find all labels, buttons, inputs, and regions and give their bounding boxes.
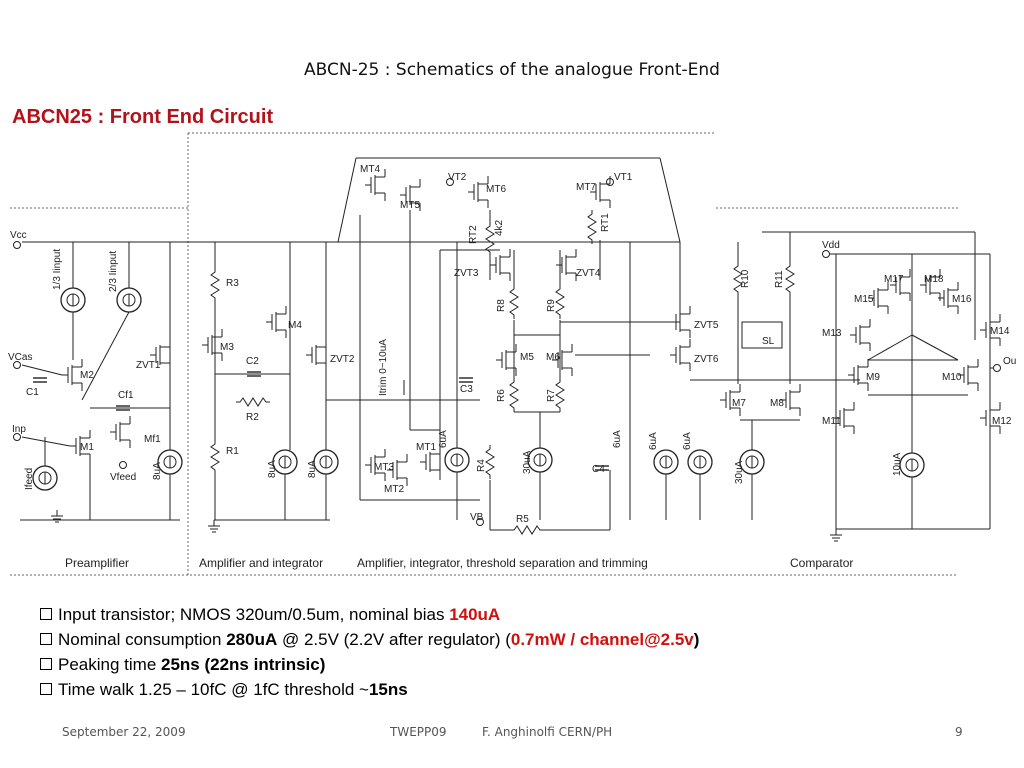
checkbox-icon	[40, 658, 52, 670]
checkbox-icon	[40, 608, 52, 620]
svg-text:2/3 Iinput: 2/3 Iinput	[108, 251, 119, 292]
svg-text:RT1: RT1	[600, 213, 611, 232]
svg-text:M5: M5	[520, 352, 534, 363]
svg-text:RT2: RT2	[468, 225, 479, 244]
svg-text:MT4: MT4	[360, 164, 380, 175]
svg-text:M10: M10	[942, 372, 962, 383]
bullet-list: Input transistor; NMOS 320um/0.5um, nomi…	[40, 602, 699, 702]
svg-text:Ifeed: Ifeed	[24, 468, 35, 490]
svg-text:M3: M3	[220, 342, 234, 353]
svg-text:R5: R5	[516, 514, 529, 525]
svg-text:ZVT4: ZVT4	[576, 268, 601, 279]
svg-text:M7: M7	[732, 398, 746, 409]
svg-text:VCas: VCas	[8, 352, 32, 363]
svg-text:6uA: 6uA	[682, 432, 693, 450]
svg-text:R8: R8	[496, 299, 507, 312]
svg-text:R1: R1	[226, 446, 239, 457]
svg-text:M16: M16	[952, 294, 972, 305]
svg-text:4k2: 4k2	[494, 219, 505, 236]
svg-text:C1: C1	[26, 387, 39, 398]
svg-text:SL: SL	[762, 336, 775, 347]
footer-date: September 22, 2009	[62, 725, 186, 739]
footer-page-number: 9	[955, 725, 963, 739]
svg-text:Ou: Ou	[1003, 356, 1016, 367]
svg-text:R3: R3	[226, 278, 239, 289]
svg-text:Vfeed: Vfeed	[110, 472, 136, 483]
svg-text:M2: M2	[80, 370, 94, 381]
svg-text:R7: R7	[546, 389, 557, 402]
slide-title: ABCN-25 : Schematics of the analogue Fro…	[304, 60, 720, 80]
svg-text:M13: M13	[822, 328, 842, 339]
svg-text:R9: R9	[546, 299, 557, 312]
svg-text:ZVT1: ZVT1	[136, 360, 161, 371]
svg-text:C4: C4	[592, 464, 605, 475]
svg-text:M6: M6	[546, 352, 560, 363]
svg-text:ZVT6: ZVT6	[694, 354, 719, 365]
svg-text:C2: C2	[246, 356, 259, 367]
bullet-consumption: Nominal consumption 280uA @ 2.5V (2.2V a…	[40, 627, 699, 652]
svg-text:6uA: 6uA	[612, 430, 623, 448]
bullet-peaking-time: Peaking time 25ns (22ns intrinsic)	[40, 652, 699, 677]
footer-author: F. Anghinolfi CERN/PH	[482, 725, 613, 739]
svg-text:6uA: 6uA	[648, 432, 659, 450]
svg-text:Itrim 0~10uA: Itrim 0~10uA	[378, 339, 389, 396]
section-label-comparator: Comparator	[790, 556, 853, 570]
checkbox-icon	[40, 633, 52, 645]
svg-text:Inp: Inp	[12, 424, 26, 435]
svg-text:8uA: 8uA	[307, 460, 318, 478]
svg-text:VB: VB	[470, 512, 484, 523]
svg-text:VT2: VT2	[448, 172, 467, 183]
svg-text:VT1: VT1	[614, 172, 633, 183]
svg-text:C3: C3	[460, 384, 473, 395]
svg-text:M18: M18	[924, 274, 944, 285]
svg-text:Mf1: Mf1	[144, 434, 161, 445]
svg-text:ZVT3: ZVT3	[454, 268, 479, 279]
svg-text:M4: M4	[288, 320, 302, 331]
svg-text:R2: R2	[246, 412, 259, 423]
svg-text:ZVT2: ZVT2	[330, 354, 355, 365]
svg-text:M11: M11	[822, 416, 841, 427]
svg-text:MT2: MT2	[384, 484, 404, 495]
svg-text:MT1: MT1	[416, 442, 436, 453]
svg-text:8uA: 8uA	[267, 460, 278, 478]
svg-text:M14: M14	[990, 326, 1010, 337]
footer-event: TWEPP09	[390, 725, 447, 739]
svg-text:1/3 Iinput: 1/3 Iinput	[52, 249, 63, 290]
svg-text:R6: R6	[496, 389, 507, 402]
svg-text:6uA: 6uA	[438, 430, 449, 448]
bullet-time-walk: Time walk 1.25 – 10fC @ 1fC threshold ~1…	[40, 677, 699, 702]
svg-text:MT3: MT3	[374, 462, 394, 473]
svg-text:M8: M8	[770, 398, 784, 409]
svg-text:Cf1: Cf1	[118, 390, 134, 401]
svg-text:Vdd: Vdd	[822, 240, 840, 251]
svg-text:30uA: 30uA	[522, 450, 533, 474]
section-label-preamplifier: Preamplifier	[65, 556, 129, 570]
svg-text:ZVT5: ZVT5	[694, 320, 719, 331]
checkbox-icon	[40, 683, 52, 695]
svg-text:R11: R11	[774, 270, 785, 288]
section-title: ABCN25 : Front End Circuit	[12, 106, 274, 128]
svg-text:Vcc: Vcc	[10, 230, 27, 241]
svg-text:R4: R4	[476, 459, 487, 472]
svg-text:10uA: 10uA	[892, 452, 903, 476]
svg-text:MT5: MT5	[400, 200, 420, 211]
svg-text:MT6: MT6	[486, 184, 506, 195]
svg-text:8uA: 8uA	[152, 462, 163, 480]
svg-text:M15: M15	[854, 294, 874, 305]
svg-text:MT7: MT7	[576, 182, 596, 193]
svg-text:M12: M12	[992, 416, 1012, 427]
svg-text:M1: M1	[80, 442, 94, 453]
svg-text:R10: R10	[740, 269, 751, 288]
svg-text:M17: M17	[884, 274, 904, 285]
section-label-threshold: Amplifier, integrator, threshold separat…	[357, 556, 648, 570]
svg-text:30uA: 30uA	[734, 460, 745, 484]
section-label-amp-integrator: Amplifier and integrator	[199, 556, 323, 570]
svg-text:M9: M9	[866, 372, 880, 383]
bullet-input-transistor: Input transistor; NMOS 320um/0.5um, nomi…	[40, 602, 699, 627]
